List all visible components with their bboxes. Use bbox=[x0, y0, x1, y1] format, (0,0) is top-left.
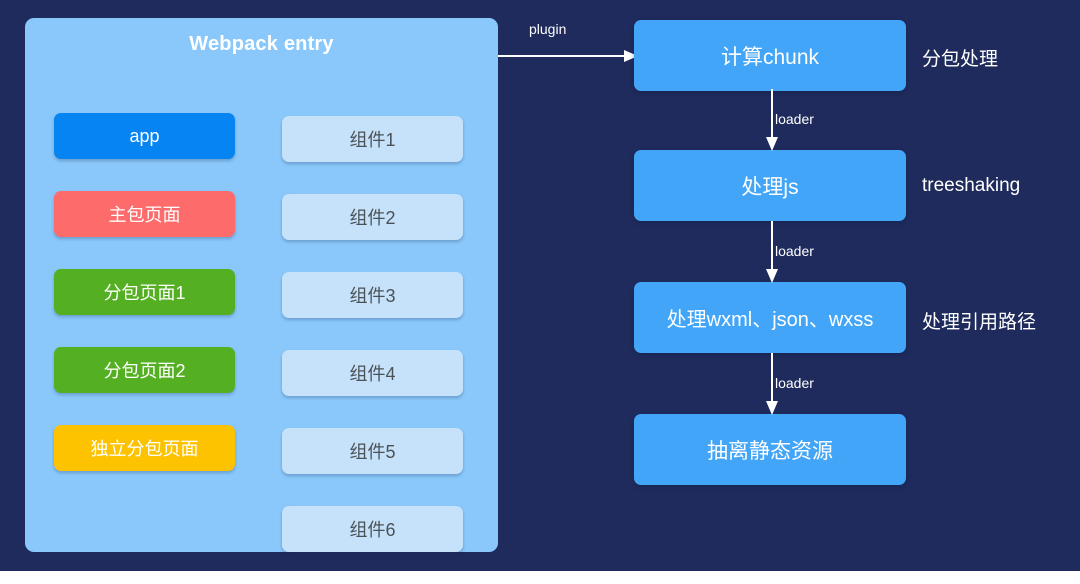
component-chip-2[interactable]: 组件2 bbox=[282, 194, 463, 240]
loader-arrow-icon bbox=[766, 221, 778, 283]
diagram-canvas: Webpack entry app 主包页面 分包页面1 分包页面2 独立分包页… bbox=[0, 0, 1080, 571]
components-column: 组件1 组件2 组件3 组件4 组件5 组件6 bbox=[282, 116, 463, 584]
component-chip-label: 组件5 bbox=[349, 442, 396, 462]
component-chip-label: 组件3 bbox=[349, 286, 396, 306]
loader-edge-label: loader bbox=[775, 375, 814, 391]
annotation-subpackage-processing: 分包处理 bbox=[922, 49, 999, 70]
page-chip-independent-subpackage[interactable]: 独立分包页面 bbox=[54, 425, 235, 471]
loader-edge-label: loader bbox=[775, 111, 814, 127]
loader-arrow-icon bbox=[766, 353, 778, 415]
component-chip-4[interactable]: 组件4 bbox=[282, 350, 463, 396]
plugin-edge-label: plugin bbox=[529, 21, 567, 37]
webpack-entry-title: Webpack entry bbox=[189, 33, 334, 55]
page-chip-subpackage-1[interactable]: 分包页面1 bbox=[54, 269, 235, 315]
pages-column: app 主包页面 分包页面1 分包页面2 独立分包页面 bbox=[54, 113, 235, 503]
component-chip-label: 组件6 bbox=[349, 520, 396, 540]
component-chip-5[interactable]: 组件5 bbox=[282, 428, 463, 474]
page-chip-label: app bbox=[129, 125, 160, 146]
component-chip-label: 组件2 bbox=[349, 208, 396, 228]
annotation-resolve-reference-path: 处理引用路径 bbox=[922, 312, 1037, 333]
flow-step-extract-static-assets[interactable]: 抽离静态资源 bbox=[634, 414, 906, 485]
flow-step-label: 处理js bbox=[741, 175, 799, 199]
loader-edge-label: loader bbox=[775, 243, 814, 259]
page-chip-app[interactable]: app bbox=[54, 113, 235, 159]
page-chip-subpackage-2[interactable]: 分包页面2 bbox=[54, 347, 235, 393]
page-chip-label: 主包页面 bbox=[108, 205, 181, 225]
page-chip-label: 独立分包页面 bbox=[90, 439, 199, 459]
plugin-arrow-icon bbox=[498, 50, 638, 62]
component-chip-label: 组件4 bbox=[349, 364, 396, 384]
webpack-entry-panel: Webpack entry app 主包页面 分包页面1 分包页面2 独立分包页… bbox=[25, 18, 498, 552]
page-chip-main-package[interactable]: 主包页面 bbox=[54, 191, 235, 237]
component-chip-label: 组件1 bbox=[349, 130, 396, 150]
page-chip-label: 分包页面1 bbox=[103, 283, 186, 303]
component-chip-3[interactable]: 组件3 bbox=[282, 272, 463, 318]
component-chip-6[interactable]: 组件6 bbox=[282, 506, 463, 552]
flow-step-label: 抽离静态资源 bbox=[707, 439, 833, 463]
flow-step-process-js[interactable]: 处理js bbox=[634, 150, 906, 221]
flow-step-compute-chunk[interactable]: 计算chunk bbox=[634, 20, 906, 91]
flow-step-label: 处理wxml、json、wxss bbox=[666, 309, 874, 331]
flow-step-process-wxml-json-wxss[interactable]: 处理wxml、json、wxss bbox=[634, 282, 906, 353]
annotation-treeshaking: treeshaking bbox=[922, 175, 1021, 196]
component-chip-1[interactable]: 组件1 bbox=[282, 116, 463, 162]
page-chip-label: 分包页面2 bbox=[103, 361, 186, 381]
flow-step-label: 计算chunk bbox=[720, 45, 820, 69]
loader-arrow-icon bbox=[766, 89, 778, 151]
